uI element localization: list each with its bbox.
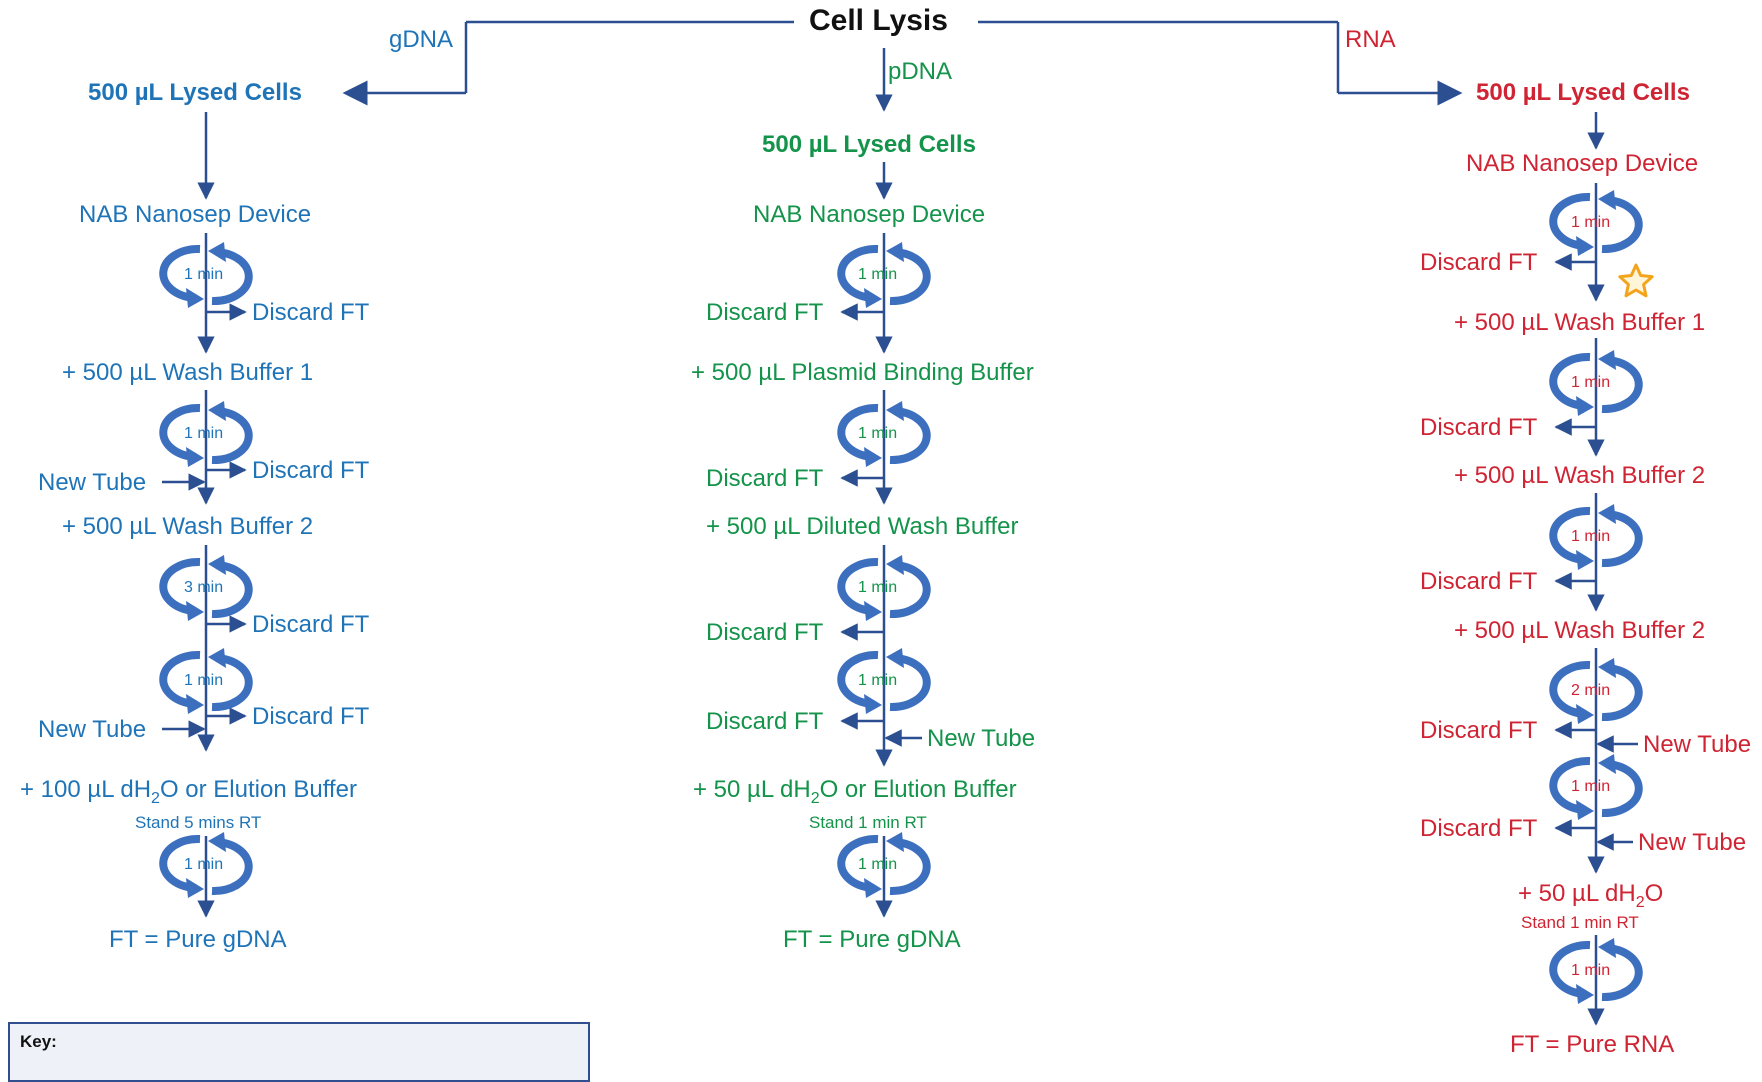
- gdna-elution-post: O or Elution Buffer: [159, 776, 357, 803]
- pdna-elution-pre: + 50 µL dH: [693, 776, 811, 803]
- gdna-spin-1-time: 1 min: [184, 266, 224, 283]
- rna-new-tube-2: New Tube: [1638, 829, 1747, 856]
- centrifuge-spin-icon: [159, 401, 253, 467]
- centrifuge-spin-icon: [1549, 190, 1643, 256]
- centrifuge-spin-icon: [1549, 658, 1643, 724]
- pdna-wash: + 500 µL Diluted Wash Buffer: [706, 513, 1019, 540]
- page-title: Cell Lysis: [809, 4, 948, 37]
- gdna-stand: Stand 5 mins RT: [135, 813, 262, 832]
- gdna-spin-2-time: 1 min: [184, 425, 224, 442]
- gdna-spin-4-time: 1 min: [184, 672, 224, 689]
- rna-result: FT = Pure RNA: [1510, 1031, 1675, 1058]
- pdna-new-tube: New Tube: [927, 725, 1036, 752]
- branch-label-gdna: gDNA: [389, 26, 454, 53]
- centrifuge-spin-icon: [837, 242, 931, 308]
- rna-spin-5-time: 1 min: [1571, 778, 1611, 795]
- centrifuge-spin-icon: [1549, 938, 1643, 1004]
- centrifuge-spin-icon: [1549, 754, 1643, 820]
- gdna-discard-3: Discard FT: [252, 611, 370, 638]
- pdna-spin-5-time: 1 min: [858, 856, 898, 873]
- rna-spin-1-time: 1 min: [1571, 214, 1611, 231]
- gdna-elution-sub: 2: [151, 789, 160, 807]
- rna-start: 500 µL Lysed Cells: [1476, 79, 1690, 106]
- rna-stand: Stand 1 min RT: [1521, 913, 1639, 932]
- gdna-new-tube-2: New Tube: [38, 716, 147, 743]
- gdna-spin-3-time: 3 min: [184, 579, 224, 596]
- rna-wash-2a: + 500 µL Wash Buffer 2: [1454, 462, 1706, 489]
- gdna-elution-pre: + 100 µL dH: [20, 776, 152, 803]
- centrifuge-spin-icon: [159, 242, 253, 308]
- rna-spin-2-time: 1 min: [1571, 374, 1611, 391]
- key-title: Key:: [20, 1032, 57, 1051]
- gdna-device: NAB Nanosep Device: [79, 201, 312, 228]
- rna-discard-5: Discard FT: [1420, 815, 1538, 842]
- pdna-start: 500 µL Lysed Cells: [762, 131, 976, 158]
- rna-device: NAB Nanosep Device: [1466, 150, 1699, 177]
- pdna-discard-3: Discard FT: [706, 619, 824, 646]
- rna-elution: + 50 µL dH2O: [1518, 880, 1663, 917]
- centrifuge-spin-icon: [1549, 350, 1643, 416]
- centrifuge-spin-icon: [1549, 504, 1643, 570]
- centrifuge-spin-icon: [837, 832, 931, 898]
- gdna-wash-2: + 500 µL Wash Buffer 2: [62, 513, 314, 540]
- rna-wash-1: + 500 µL Wash Buffer 1: [1454, 309, 1706, 336]
- centrifuge-spin-icon: [159, 555, 253, 621]
- rna-discard-3: Discard FT: [1420, 568, 1538, 595]
- gdna-wash-1: + 500 µL Wash Buffer 1: [62, 359, 314, 386]
- rna-discard-1: Discard FT: [1420, 249, 1538, 276]
- rna-elution-post: O: [1644, 880, 1664, 907]
- pdna-device: NAB Nanosep Device: [753, 201, 986, 228]
- pdna-spin-4-time: 1 min: [858, 672, 898, 689]
- rna-elution-pre: + 50 µL dH: [1518, 880, 1636, 907]
- pdna-result: FT = Pure gDNA: [783, 926, 961, 953]
- gdna-discard-1: Discard FT: [252, 299, 370, 326]
- pdna-spin-3-time: 1 min: [858, 579, 898, 596]
- pdna-spin-2-time: 1 min: [858, 425, 898, 442]
- rna-spin-3-time: 1 min: [1571, 528, 1611, 545]
- gdna-discard-2: Discard FT: [252, 457, 370, 484]
- branch-label-pdna: pDNA: [888, 58, 953, 85]
- key-box: Key:: [8, 1022, 590, 1082]
- pdna-elution: + 50 µL dH2O or Elution Buffer: [693, 776, 1017, 813]
- rna-spin-6-time: 1 min: [1571, 962, 1611, 979]
- rna-discard-4: Discard FT: [1420, 717, 1538, 744]
- gdna-result: FT = Pure gDNA: [109, 926, 287, 953]
- rna-elution-sub: 2: [1635, 893, 1645, 911]
- rna-wash-2b: + 500 µL Wash Buffer 2: [1454, 617, 1706, 644]
- branch-label-rna: RNA: [1345, 26, 1396, 53]
- gdna-spin-5-time: 1 min: [184, 856, 224, 873]
- gdna-elution: + 100 µL dH2O or Elution Buffer: [20, 776, 357, 813]
- pdna-binding: + 500 µL Plasmid Binding Buffer: [691, 359, 1034, 386]
- star-icon: [1618, 263, 1654, 298]
- centrifuge-spin-icon: [837, 555, 931, 621]
- gdna-new-tube-1: New Tube: [38, 469, 147, 496]
- pdna-spin-1-time: 1 min: [858, 266, 898, 283]
- centrifuge-spin-icon: [837, 648, 931, 714]
- pdna-discard-4: Discard FT: [706, 708, 824, 735]
- pdna-discard-2: Discard FT: [706, 465, 824, 492]
- pdna-elution-sub: 2: [810, 789, 820, 807]
- gdna-discard-4: Discard FT: [252, 703, 370, 730]
- gdna-start: 500 µL Lysed Cells: [88, 79, 302, 106]
- pdna-stand: Stand 1 min RT: [809, 813, 927, 832]
- rna-discard-2: Discard FT: [1420, 414, 1538, 441]
- centrifuge-spin-icon: [159, 648, 253, 714]
- rna-new-tube-1: New Tube: [1643, 731, 1752, 758]
- centrifuge-spin-icon: [159, 832, 253, 898]
- pdna-elution-post: O or Elution Buffer: [819, 776, 1017, 803]
- centrifuge-spin-icon: [837, 401, 931, 467]
- pdna-discard-1: Discard FT: [706, 299, 824, 326]
- rna-spin-4-time: 2 min: [1571, 682, 1611, 699]
